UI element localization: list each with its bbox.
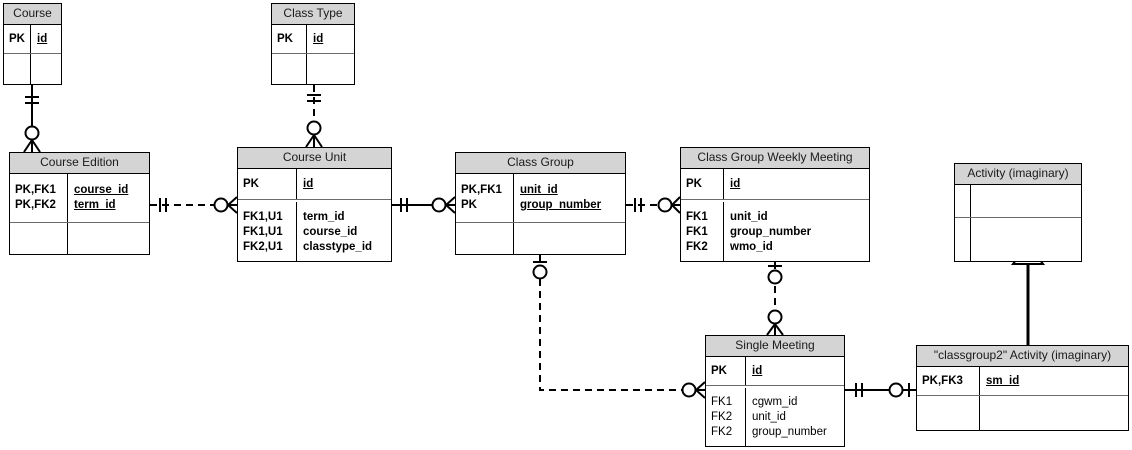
entity-title: Class Group Weekly Meeting — [681, 148, 869, 169]
key-column: PK,FK1 PK,FK2 — [10, 174, 68, 222]
attribute-column-empty — [980, 396, 1128, 431]
key-column-empty — [4, 54, 31, 85]
key-column: PK — [272, 25, 307, 53]
entity-title: Class Type — [272, 4, 354, 25]
key-column-empty — [272, 54, 307, 85]
attribute-column: cgwm_id unit_id group_number — [752, 396, 827, 438]
entity-title: Single Meeting — [706, 336, 844, 357]
entity-title: Course — [4, 4, 61, 25]
entity-course[interactable]: Course PK id — [3, 3, 62, 85]
attribute-column: id — [752, 365, 763, 377]
attribute-column: term_id course_id classtype_id — [303, 210, 373, 253]
entity-single-meeting[interactable]: Single Meeting PK id FK1 FK2 FK2 — [705, 335, 845, 447]
attribute-column: id — [37, 33, 48, 45]
entity-title: Activity (imaginary) — [955, 164, 1081, 185]
entity-course-edition[interactable]: Course Edition PK,FK1 PK,FK2 course_id t… — [9, 152, 150, 255]
key-column: PK,FK3 — [917, 367, 980, 395]
relationship-cgwm-to-single-meeting — [766, 262, 784, 336]
attribute-column-empty — [307, 54, 354, 85]
key-column-empty — [917, 396, 980, 431]
key-column: FK1,U1 FK1,U1 FK2,U1 — [238, 202, 297, 262]
attribute-column: sm_id — [986, 375, 1020, 387]
attribute-column-empty — [971, 185, 1081, 217]
key-column: PK — [4, 25, 31, 53]
entity-class-type[interactable]: Class Type PK id — [271, 3, 355, 85]
key-column-empty — [10, 223, 68, 255]
relationship-single-meeting-to-classgroup2-activity — [845, 382, 916, 398]
key-column: FK1 FK1 FK2 — [681, 202, 724, 262]
relationship-class-type-to-course-unit — [305, 85, 323, 148]
entity-title: Course Unit — [238, 148, 391, 169]
key-column: PK — [238, 169, 297, 199]
attribute-column: unit_id group_number wmo_id — [730, 210, 812, 253]
entity-activity-imaginary[interactable]: Activity (imaginary) — [954, 163, 1082, 262]
entity-title: "classgroup2" Activity (imaginary) — [917, 346, 1128, 367]
attribute-column: id — [303, 178, 314, 190]
attribute-column: course_id term_id — [74, 184, 129, 211]
relationship-course-to-course-edition — [23, 85, 41, 153]
attribute-column: id — [730, 178, 741, 190]
key-column: FK1 FK2 FK2 — [706, 388, 746, 447]
relationship-course-unit-to-class-group — [392, 196, 456, 214]
entity-title: Course Edition — [10, 153, 149, 174]
attribute-column-empty — [971, 218, 1081, 262]
key-column-empty — [955, 185, 971, 217]
key-column-empty — [955, 218, 971, 262]
attribute-column: id — [313, 33, 324, 45]
attribute-column-empty — [31, 54, 61, 85]
entity-class-group-weekly-meeting[interactable]: Class Group Weekly Meeting PK id FK1 FK1 — [680, 147, 870, 262]
relationship-class-group-to-single-meeting — [532, 255, 706, 399]
attribute-column-empty — [514, 223, 625, 255]
key-column-empty — [456, 223, 514, 255]
key-column: PK,FK1 PK — [456, 174, 514, 222]
relationship-class-group-to-cgwm — [626, 196, 681, 214]
key-column: PK — [681, 169, 724, 199]
attribute-column: unit_id group_number — [520, 184, 602, 211]
attribute-column-empty — [68, 223, 149, 255]
relationship-course-edition-to-course-unit — [150, 196, 238, 214]
key-column: PK — [706, 357, 746, 385]
entity-course-unit[interactable]: Course Unit PK id FK1,U1 FK1,U1 — [237, 147, 392, 262]
entity-class-group[interactable]: Class Group PK,FK1 PK unit_id group_numb… — [455, 152, 626, 255]
entity-title: Class Group — [456, 153, 625, 174]
entity-classgroup2-activity-imaginary[interactable]: "classgroup2" Activity (imaginary) PK,FK… — [916, 345, 1129, 431]
